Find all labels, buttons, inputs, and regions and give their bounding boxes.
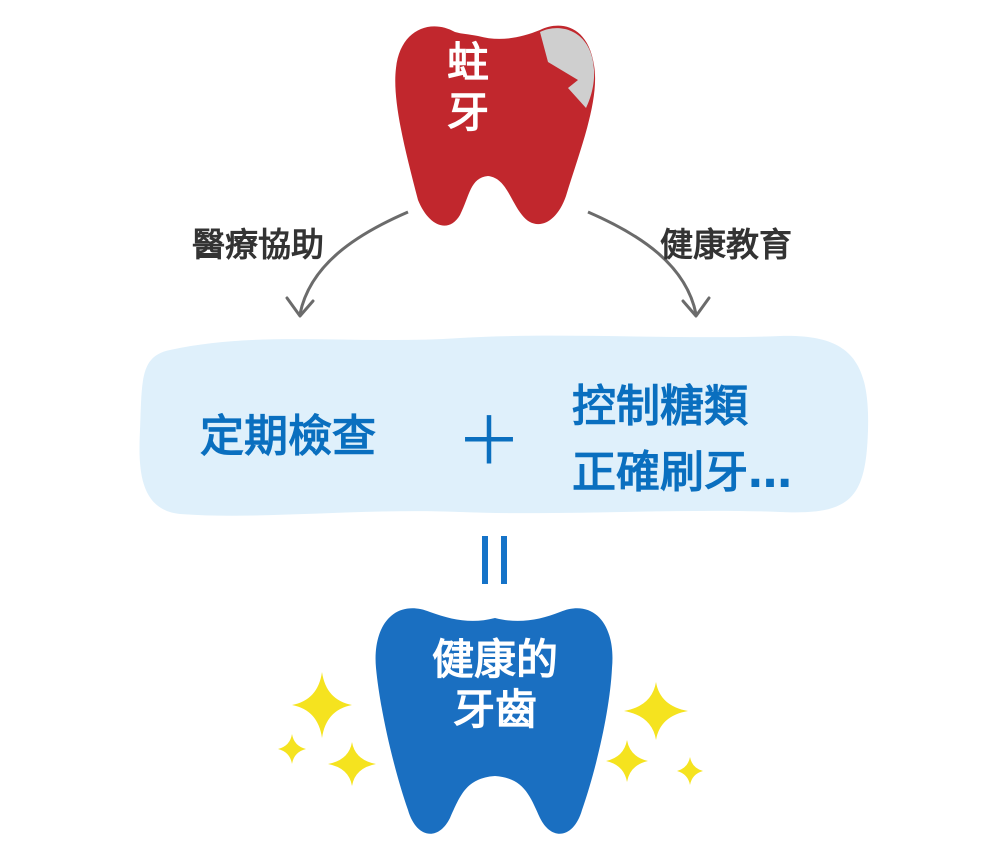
decayed-tooth-label-line1: 蛀	[446, 38, 489, 87]
sparkle-icon	[328, 742, 376, 786]
control-sugar-text: 控制糖類	[572, 381, 748, 432]
health-education-label: 健康教育	[660, 225, 792, 264]
equals-bar-left	[482, 536, 488, 584]
healthy-tooth-label-line2: 牙齒	[452, 685, 537, 735]
right-arrow-curve	[587, 210, 698, 315]
regular-checkup-text: 定期檢查	[200, 411, 376, 462]
right-arrowhead-icon	[681, 296, 711, 318]
decayed-tooth-label-line2: 牙	[446, 88, 489, 138]
left-arrow-curve	[298, 210, 409, 315]
left-arrowhead-icon	[285, 296, 315, 318]
decayed-tooth-icon	[395, 25, 596, 226]
healthy-tooth-icon	[375, 608, 613, 834]
sparkle-icon	[606, 740, 648, 782]
prevention-cloud-shape	[139, 335, 869, 516]
healthy-tooth-label: 健康的 牙齒	[405, 635, 585, 736]
equals-bar-right	[501, 536, 507, 584]
plus-sign: ＋	[456, 403, 522, 480]
healthy-tooth-label-line1: 健康的	[431, 635, 558, 684]
medical-assistance-label: 醫療協助	[192, 225, 324, 264]
sparkle-icon	[278, 734, 306, 764]
sparkle-icon	[624, 682, 688, 740]
tooth-decay-crack-icon	[540, 28, 595, 109]
sparkle-icon	[292, 672, 352, 738]
proper-brushing-text: 正確刷牙…	[572, 447, 792, 498]
decayed-tooth-label: 蛀 牙	[436, 38, 500, 139]
sparkle-icon	[677, 757, 703, 785]
